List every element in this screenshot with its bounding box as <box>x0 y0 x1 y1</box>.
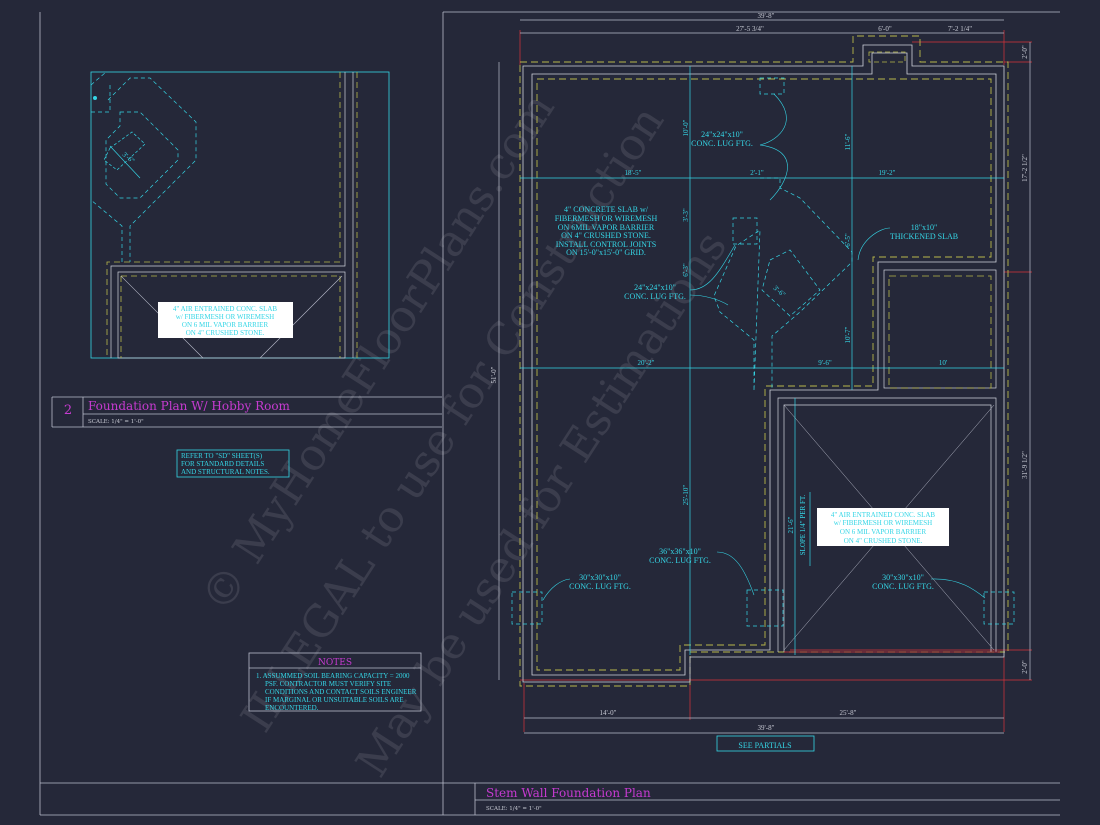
notes-heading: NOTES <box>318 658 352 668</box>
garage-note-line: ON 4" CRUSHED STONE. <box>844 537 923 545</box>
dim-interior: 18'-5" <box>625 169 642 177</box>
slab-note-line: 4" CONCRETE SLAB w/ <box>564 205 649 214</box>
dim-top: 27'-5 3/4" <box>736 25 764 33</box>
refer-note-box <box>176 449 290 478</box>
dim-interior: 20'-2" <box>638 359 655 367</box>
dim-right: 2'-0" <box>1021 45 1029 59</box>
dim-top-overall: 39'-8" <box>758 12 775 20</box>
notes-box: NOTES 1. ASSUMMED SOIL BEARING CAPACITY … <box>248 652 422 712</box>
notes-line: IF MARGINAL OR UNSUITABLE SOILS ARE <box>265 696 404 704</box>
dim-interior: 19'-2" <box>879 169 896 177</box>
dim-interior: 6'-3" <box>682 263 690 277</box>
see-partials-box <box>716 735 815 752</box>
dim-top: 6'-0" <box>878 25 892 33</box>
detail-slab-line: 4" AIR ENTRAINED CONC. SLAB <box>173 305 277 313</box>
garage-note-line: 4" AIR ENTRAINED CONC. SLAB <box>831 511 935 519</box>
dim-interior: 10' <box>939 359 947 367</box>
sheet-title: Stem Wall Foundation Plan <box>486 786 651 800</box>
dim-interior: 10'-0" <box>682 119 690 136</box>
lug-top-label: 24"x24"x10" <box>701 130 743 139</box>
dim-interior: 11'-6" <box>844 134 852 151</box>
lug-36-label: CONC. LUG FTG. <box>649 556 711 565</box>
lug-left-label: CONC. LUG FTG. <box>569 582 631 591</box>
plan-dimensions: 39'-8" 27'-5 3/4" 6'-0" 7'-2 1/4" 2'-0" … <box>490 12 1029 732</box>
lug-right-label: 30"x30"x10" <box>882 573 924 582</box>
dim-interior: 3'-6" <box>772 284 788 299</box>
plan-callouts: 24"x24"x10" CONC. LUG FTG. 4" CONCRETE S… <box>555 130 958 591</box>
lug-mid-label: CONC. LUG FTG. <box>624 292 686 301</box>
dim-left: 51'-0" <box>490 366 498 383</box>
see-partials-label: SEE PARTIALS <box>738 741 791 750</box>
notes-line: PSF. CONTRACTOR MUST VERIFY SITE <box>265 680 391 688</box>
notes-line: 1. ASSUMMED SOIL BEARING CAPACITY = 2000 <box>256 672 410 680</box>
dim-right: 2'-0" <box>1021 660 1029 674</box>
slab-note-line: ON 4" CRUSHED STONE. <box>561 231 651 240</box>
sheet-scale: SCALE: 1/4" = 1'-0" <box>486 806 542 812</box>
detail-scale: SCALE: 1/4" = 1'-0" <box>88 419 144 425</box>
detail-number: 2 <box>64 403 72 418</box>
garage-note: 4" AIR ENTRAINED CONC. SLAB w/ FIBERMESH… <box>831 511 935 545</box>
detail-slab-note-box <box>158 302 293 338</box>
dim-interior: 2'-1" <box>750 169 764 177</box>
lug-36-label: 36"x36"x10" <box>659 547 701 556</box>
garage-note-box <box>817 508 949 546</box>
dim-interior: 3'-3" <box>682 208 690 222</box>
main-plan <box>498 19 1032 734</box>
dim-right: 17'-2 1/2" <box>1021 154 1029 182</box>
detail-slab-line: ON 6 MIL VAPOR BARRIER <box>182 321 269 329</box>
slab-note-line: ON 15'-0"x15'-0" GRID. <box>566 248 646 257</box>
refer-note-line: AND STRUCTURAL NOTES. <box>181 468 270 476</box>
dim-bottom-overall: 39'-8" <box>758 724 775 732</box>
detail-slab-note: 4" AIR ENTRAINED CONC. SLAB w/ FIBERMESH… <box>173 305 277 337</box>
lug-left-label: 30"x30"x10" <box>579 573 621 582</box>
notes-line: CONDITIONS AND CONTACT SOILS ENGINEER <box>265 688 417 696</box>
dim-bottom: 14'-0" <box>600 709 617 717</box>
dim-interior: 6'-5" <box>844 233 852 247</box>
lug-right-label: CONC. LUG FTG. <box>872 582 934 591</box>
slab-note-line: FIBERMESH OR WIREMESH <box>555 214 658 223</box>
dim-top: 7'-2 1/4" <box>948 25 972 33</box>
dim-bottom: 25'-8" <box>840 709 857 717</box>
detail-slab-line: w/ FIBERMESH OR WIREMESH <box>176 313 274 321</box>
dim-right: 31'-9 1/2" <box>1021 451 1029 479</box>
dim-interior: 25'-10" <box>682 485 690 506</box>
garage-note-line: ON 6 MIL VAPOR BARRIER <box>840 528 927 536</box>
notes-line: ENCOUNTERED. <box>265 704 319 712</box>
lug-top-label: CONC. LUG FTG. <box>691 139 753 148</box>
dim-interior: 10'-7" <box>844 326 852 343</box>
detail-slab-line: ON 4" CRUSHED STONE. <box>186 329 265 337</box>
garage-note-line: w/ FIBERMESH OR WIREMESH <box>834 519 932 527</box>
refer-note-line: REFER TO "SD" SHEET(S) <box>181 452 263 460</box>
sheet-frame <box>39 11 1060 816</box>
detail-plan <box>90 71 390 359</box>
thickened-slab-label: 18"x10" <box>911 223 938 232</box>
refer-note-line: FOR STANDARD DETAILS <box>181 460 264 468</box>
lug-mid-label: 24"x24"x10" <box>634 283 676 292</box>
detail-title: Foundation Plan W/ Hobby Room <box>88 399 291 413</box>
slab-note-line: ON 6MIL VAPOR BARRIER <box>558 223 655 232</box>
dim-interior: 9'-6" <box>818 359 832 367</box>
thickened-slab-label: THICKENED SLAB <box>890 232 958 241</box>
slope-label: SLOPE 1/4" PER FT. <box>799 494 807 555</box>
slab-note-line: INSTALL CONTROL JOINTS <box>556 240 657 249</box>
dim-interior: 21'-6" <box>787 516 795 533</box>
detail-dim: 3'-6" <box>121 150 137 165</box>
